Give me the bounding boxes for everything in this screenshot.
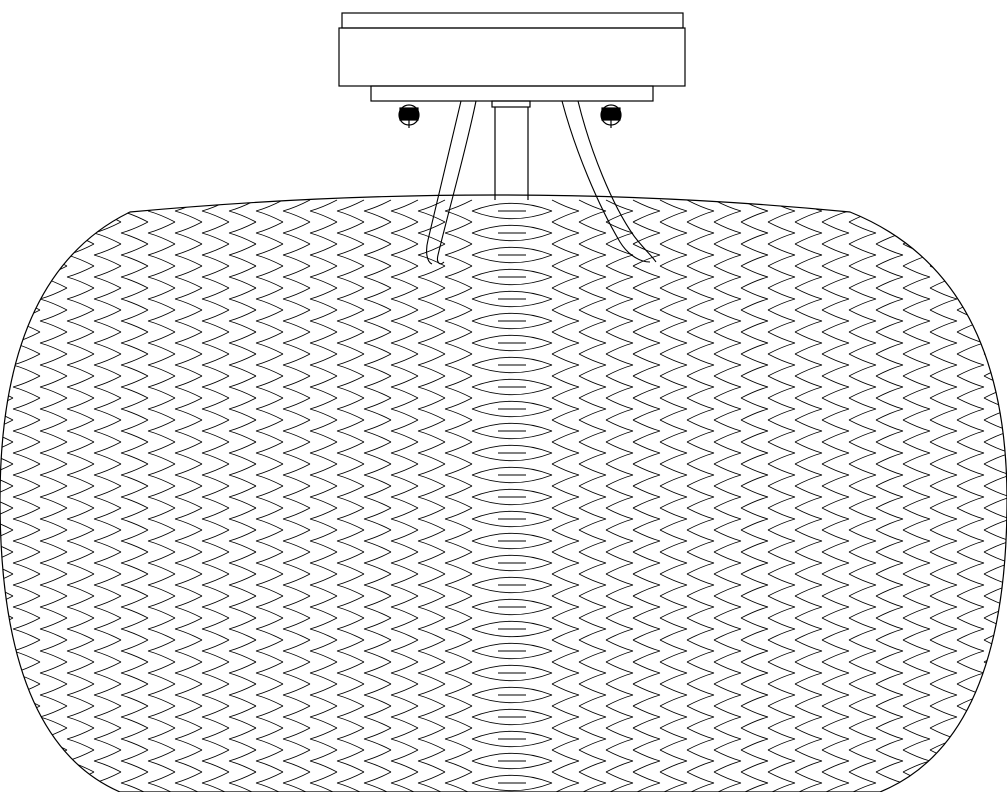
canopy-base-plate [370, 85, 654, 102]
knit-shade-icon [0, 194, 1007, 792]
knit-stitch-pattern [0, 199, 1007, 792]
canopy-body [338, 27, 686, 87]
left-cord-icon [436, 100, 477, 265]
right-cord-icon [561, 100, 651, 263]
shade-outline [0, 194, 1007, 792]
left-cord-icon [426, 100, 462, 265]
support-stem [491, 100, 531, 200]
right-screw-icon [600, 104, 622, 128]
mounting-canopy-icon [338, 12, 686, 102]
canopy-top-plate [341, 12, 684, 29]
left-screw-icon [398, 104, 420, 128]
right-cord-icon [577, 100, 657, 263]
